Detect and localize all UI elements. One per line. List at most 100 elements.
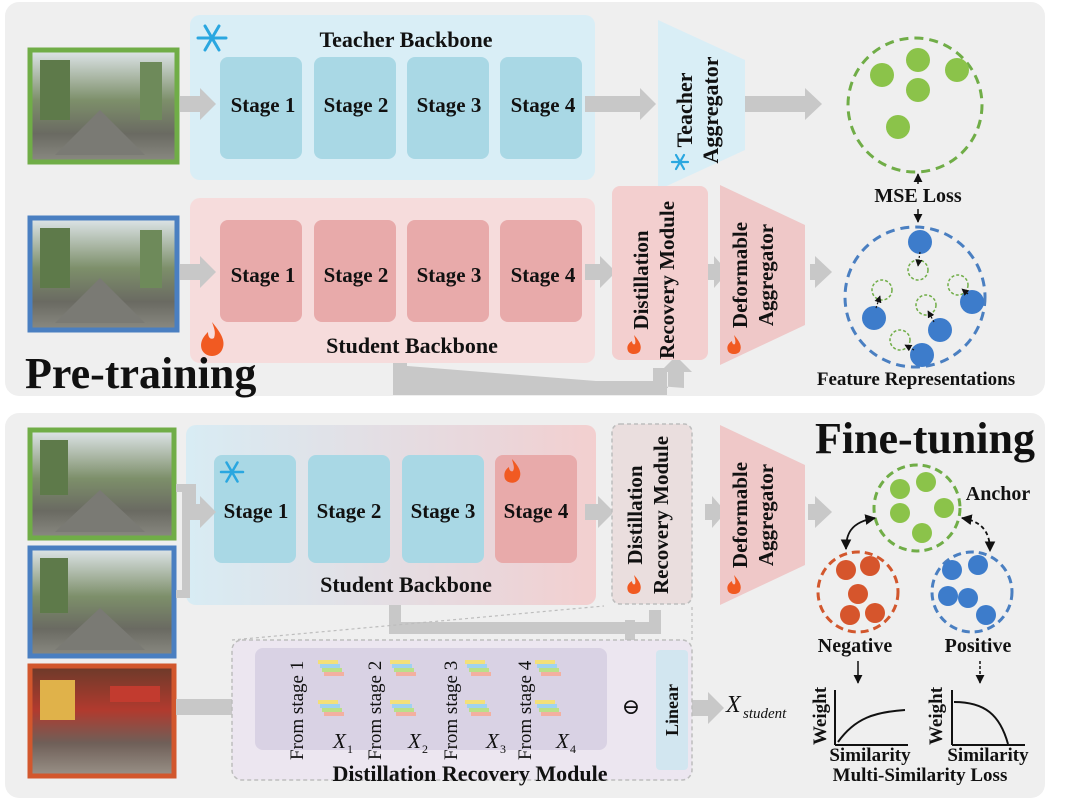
svg-text:Stage 4: Stage 4	[504, 499, 569, 523]
concat-symbol: ⊖	[622, 694, 640, 719]
snowflake-icon	[670, 153, 690, 171]
svg-text:Stage 3: Stage 3	[417, 93, 482, 117]
drm-block-pretraining: Distillation Recovery Module	[612, 186, 708, 360]
teacher-stage-1: Stage 1	[220, 57, 302, 159]
pretraining-arrows	[180, 88, 832, 388]
student-to-drm-skip	[393, 363, 667, 395]
feature-stacks	[318, 660, 561, 716]
ft-skip-connection	[389, 605, 661, 634]
feature-slice	[469, 708, 489, 712]
student-stage-3: Stage 3	[407, 220, 489, 322]
teacher-aggregator: Teacher Aggregator	[658, 20, 745, 190]
feature-slice	[392, 704, 412, 708]
feature-slice	[465, 700, 485, 704]
fire-icon	[627, 575, 641, 594]
teacher-feature-space	[846, 36, 984, 174]
feature-representations-label: Feature Representations	[817, 369, 1015, 390]
fire-icon	[627, 335, 641, 354]
svg-text:Deformable: Deformable	[728, 462, 752, 568]
feature-slice	[390, 700, 410, 704]
feature-slice	[467, 664, 487, 668]
snowflake-icon	[196, 24, 228, 52]
svg-text:Distillation: Distillation	[629, 230, 653, 329]
svg-text:Stage 2: Stage 2	[324, 93, 389, 117]
fire-icon	[727, 575, 741, 594]
student-stage-1: Stage 1	[220, 220, 302, 322]
student-backbone-label: Student Backbone	[326, 333, 498, 358]
finetuning-title: Fine-tuning	[815, 414, 1035, 463]
svg-text:Weight: Weight	[926, 686, 947, 745]
drm-block-finetuning: Distillation Recovery Module	[611, 423, 693, 605]
feature-slice	[318, 660, 338, 664]
svg-text:2: 2	[422, 742, 428, 756]
svg-text:Aggregator: Aggregator	[754, 464, 778, 566]
svg-text:Stage 4: Stage 4	[511, 263, 576, 287]
from-stage-4-label: From stage 4	[515, 660, 536, 760]
svg-text:Stage 1: Stage 1	[231, 263, 296, 287]
svg-text:Stage 4: Stage 4	[511, 93, 576, 117]
teacher-input-image	[27, 47, 180, 165]
svg-text:student: student	[743, 706, 787, 722]
x-student-label: X student	[725, 692, 787, 722]
feature-slice	[537, 664, 557, 668]
feature-slice	[322, 708, 342, 712]
svg-text:1: 1	[347, 742, 353, 756]
feature-slice	[396, 672, 416, 676]
svg-text:Linear: Linear	[662, 684, 682, 736]
feature-slice	[469, 668, 489, 672]
anchor-cluster	[872, 463, 962, 553]
feature-slice	[394, 708, 414, 712]
feature-slice	[396, 712, 416, 716]
svg-text:Stage 2: Stage 2	[324, 263, 389, 287]
svg-text:Deformable: Deformable	[728, 222, 752, 328]
negative-weight-plot: Weight Similarity	[810, 686, 911, 766]
feature-slice	[539, 668, 559, 672]
svg-text:Weight: Weight	[810, 686, 831, 745]
student-feature-space	[843, 225, 987, 369]
feature-slice	[324, 712, 344, 716]
feature-slice	[535, 700, 555, 704]
mse-loss-label: MSE Loss	[874, 185, 961, 207]
from-stage-3-label: From stage 3	[441, 661, 462, 760]
positive-input-image	[27, 545, 177, 659]
query-input-image	[27, 427, 177, 541]
svg-text:Aggregator: Aggregator	[754, 224, 778, 326]
svg-text:Distillation: Distillation	[623, 465, 647, 564]
feature-slice	[392, 664, 412, 668]
feature-slice	[320, 704, 340, 708]
svg-text:Stage 2: Stage 2	[317, 499, 382, 523]
svg-text:Recovery Module: Recovery Module	[649, 436, 673, 594]
student-stage-4: Stage 4	[500, 220, 582, 322]
svg-text:4: 4	[570, 742, 576, 756]
from-stage-1-label: From stage 1	[287, 661, 308, 760]
from-stage-2-label: From stage 2	[365, 661, 386, 760]
svg-text:Stage 1: Stage 1	[231, 93, 296, 117]
feature-slice	[471, 712, 491, 716]
negative-input-image	[27, 663, 177, 779]
feature-slice	[390, 660, 410, 664]
feature-slice	[324, 672, 344, 676]
linear-layer: Linear	[656, 650, 688, 770]
deformable-aggregator-pretraining: Deformable Aggregator	[720, 185, 805, 365]
snowflake-icon	[219, 461, 245, 483]
svg-text:Stage 3: Stage 3	[417, 263, 482, 287]
teacher-stage-4: Stage 4	[500, 57, 582, 159]
feature-slice	[467, 704, 487, 708]
feature-slice	[471, 672, 491, 676]
teacher-stage-2: Stage 2	[314, 57, 396, 159]
drm-title: Distillation Recovery Module	[333, 761, 608, 786]
anchor-negative-arrow	[840, 514, 877, 551]
ft-stage-2: Stage 2	[308, 455, 390, 563]
svg-text:Stage 3: Stage 3	[411, 499, 476, 523]
svg-text:Stage 1: Stage 1	[224, 499, 289, 523]
fire-icon	[727, 335, 741, 354]
svg-text:3: 3	[500, 742, 506, 756]
svg-text:Similarity: Similarity	[947, 745, 1029, 766]
ft-stage-3: Stage 3	[402, 455, 484, 563]
feature-slice	[320, 664, 340, 668]
negative-label: Negative	[818, 635, 893, 657]
positive-weight-plot: Weight Similarity	[926, 686, 1029, 766]
